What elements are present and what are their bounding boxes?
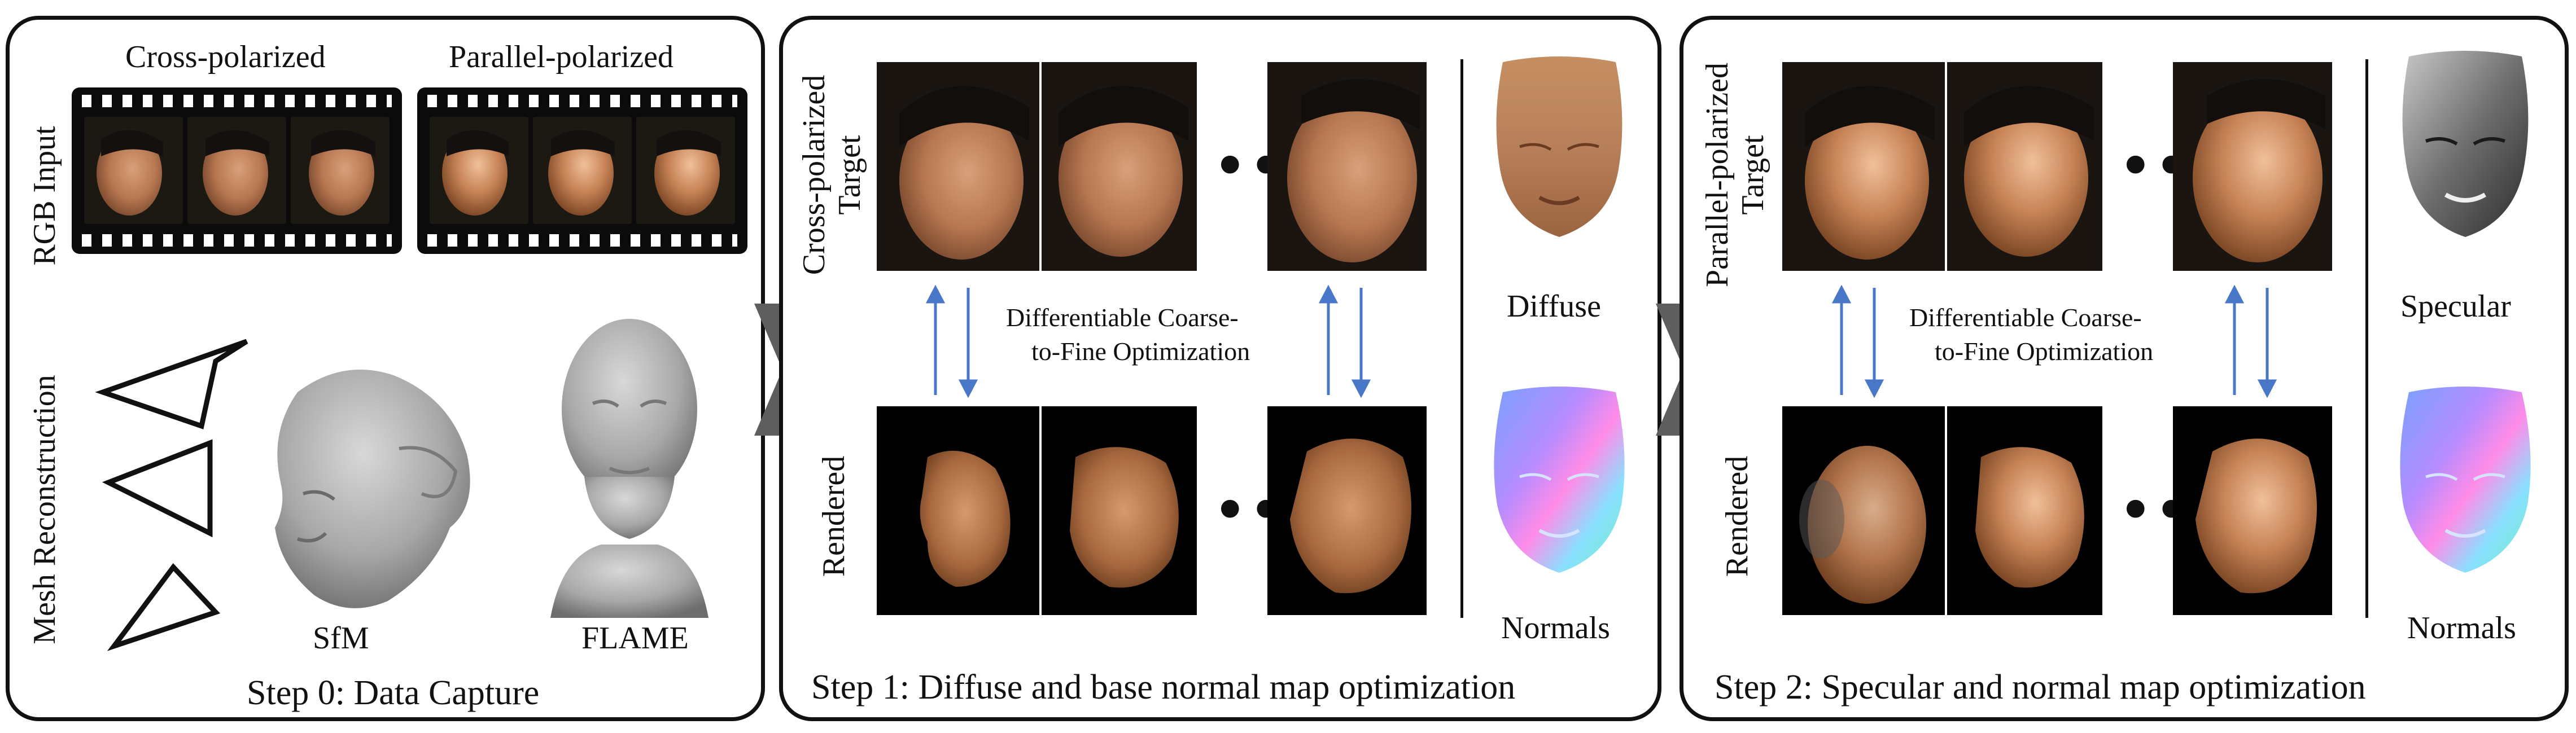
rendered-photo-1 [877, 406, 1039, 615]
cross-polarized-target-label-line2: Target [832, 135, 867, 215]
step1-panel: Cross-polarized Target Rendered ••• Diff… [779, 16, 1661, 721]
rendered-photo-2 [1042, 406, 1197, 615]
parallel-frame-3-face [654, 130, 721, 216]
optimization-label-line2: to-Fine Optimization [1031, 337, 1250, 366]
vertical-divider-step2 [2365, 59, 2368, 618]
step0-panel: Cross-polarized Parallel-polarized RGB I… [6, 16, 765, 721]
parallel-target-photo-2 [1947, 62, 2102, 271]
parallel-polarized-target-label-line2: Target [1735, 135, 1770, 215]
cross-polarized-label: Cross-polarized [125, 39, 326, 74]
parallel-polarized-label: Parallel-polarized [449, 39, 674, 74]
step2-title: Step 2: Specular and normal map optimiza… [1715, 668, 2366, 706]
rendered-label-step2: Rendered [1720, 455, 1755, 577]
optimization-label-line1-step2: Differentiable Coarse- [1909, 303, 2142, 332]
parallel-frame-1-face [442, 130, 509, 216]
flame-head-icon [550, 319, 708, 618]
normals-label-step2: Normals [2407, 611, 2516, 646]
cross-frame-2-face [203, 130, 269, 216]
normals-label: Normals [1501, 611, 1610, 646]
parallel-polarized-target-label-line1: Parallel-polarized [1700, 62, 1735, 288]
rgb-input-label: RGB Input [27, 126, 62, 266]
specular-label: Specular [2400, 289, 2511, 324]
parallel-polarized-filmstrip [417, 87, 747, 254]
parallel-target-photo-3 [2173, 62, 2332, 271]
arrows-icon-right [1318, 285, 1371, 398]
rendered-label: Rendered [816, 455, 851, 577]
target-photo-3 [1267, 62, 1427, 271]
normals-map-face [1494, 387, 1625, 573]
step2-panel: Parallel-polarized Target Rendered ••• D… [1680, 16, 2569, 721]
step1-title: Step 1: Diffuse and base normal map opti… [811, 668, 1516, 706]
diffuse-map-face [1496, 56, 1622, 237]
target-photo-1 [877, 62, 1039, 271]
rendered-photo-3 [1267, 406, 1427, 615]
target-photo-2 [1042, 62, 1197, 271]
specular-map-face [2402, 51, 2529, 237]
vertical-divider [1460, 59, 1463, 618]
cross-polarized-filmstrip [72, 87, 402, 254]
parallel-rendered-photo-3 [2173, 406, 2332, 615]
camera-frustums-icon [95, 339, 248, 651]
optimization-label-line1: Differentiable Coarse- [1006, 303, 1239, 332]
arrows-icon-left-step2 [1831, 285, 1884, 398]
cross-frame-1-face [97, 130, 163, 216]
step0-title: Step 0: Data Capture [247, 674, 540, 712]
cross-frame-3-face [309, 130, 375, 216]
sfm-label: SfM [313, 621, 369, 656]
cross-polarized-target-label-line1: Cross-polarized [797, 74, 832, 275]
arrows-icon-left [925, 285, 978, 398]
parallel-frame-2-face [548, 130, 615, 216]
diffuse-label: Diffuse [1507, 289, 1601, 324]
arrows-icon-right-step2 [2224, 285, 2277, 398]
optimization-label-line2-step2: to-Fine Optimization [1935, 337, 2154, 366]
normals-map-face-step2 [2400, 387, 2531, 573]
parallel-rendered-photo-2 [1947, 406, 2102, 615]
parallel-rendered-photo-1 [1782, 406, 1945, 615]
mesh-reconstruction-label: Mesh Reconstruction [27, 375, 62, 644]
flame-label: FLAME [581, 621, 689, 656]
parallel-target-photo-1 [1782, 62, 1945, 271]
sfm-mesh-icon [275, 370, 470, 608]
